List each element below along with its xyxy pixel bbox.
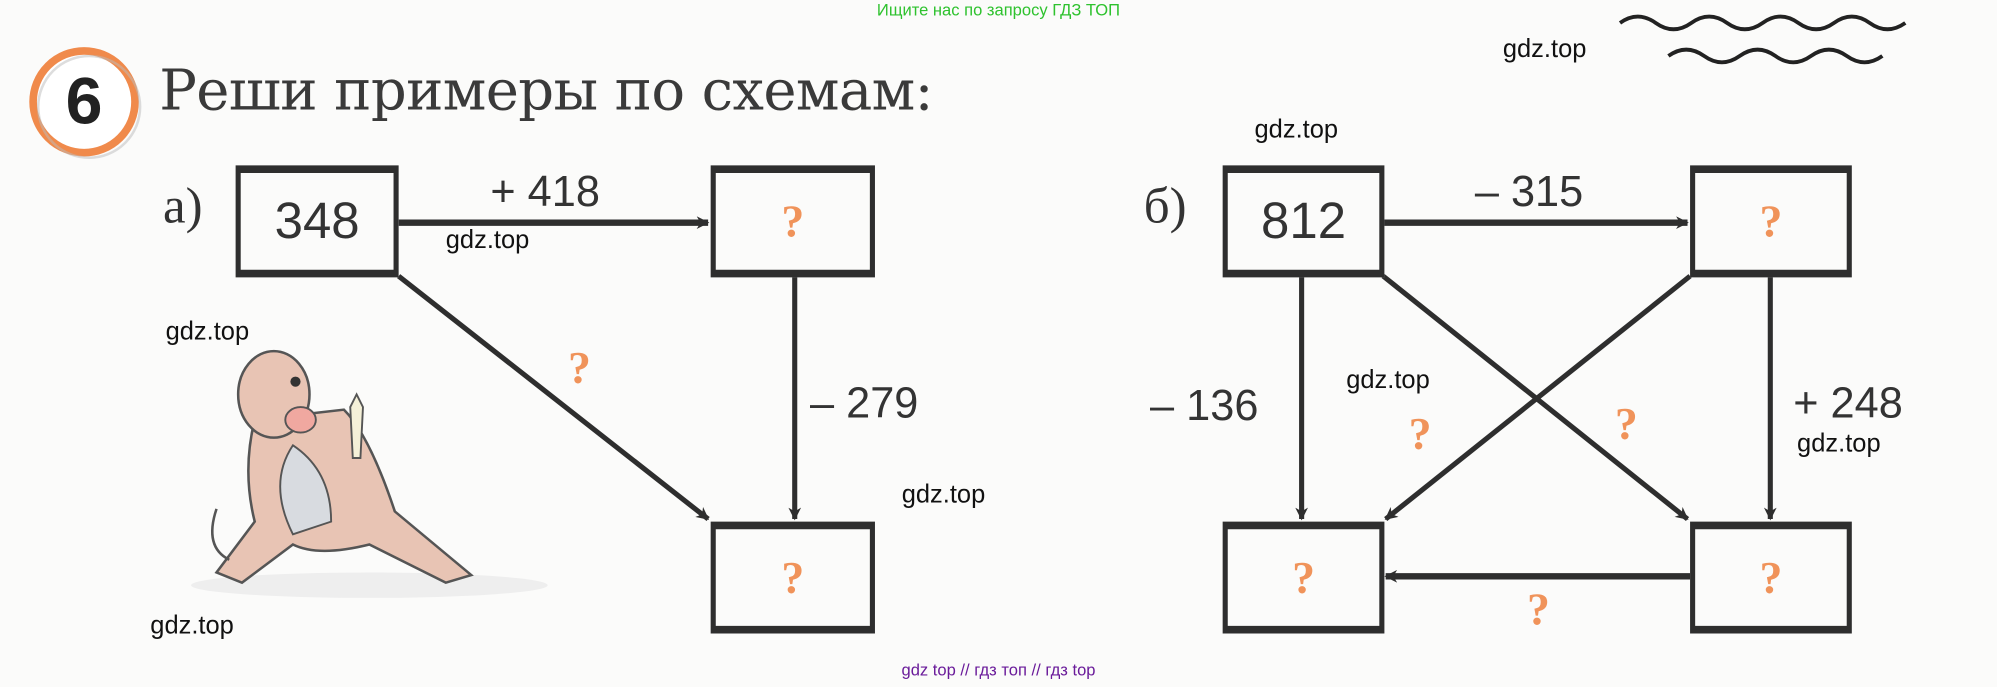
scheme-b-op-right-down: + 248 [1793,379,1903,428]
unknown-mark: ? [781,552,805,604]
unknown-mark: ? [1759,195,1783,247]
watermark: gdz.top [1254,115,1339,144]
scheme-b-unknown-left: ? [1408,408,1432,460]
watermark: gdz.top [445,226,530,255]
scheme-b-label: б) [1143,176,1187,235]
scheme-b-start-box: 812 [1222,165,1385,278]
scheme-b-op-left-down: – 136 [1150,381,1259,431]
scheme-a-op-right: + 418 [490,167,600,217]
watermark: gdz.top [1797,430,1881,458]
scheme-a-start-box: 348 [235,165,399,278]
footer-banner[interactable]: gdz top // гдз топ // гдз top [901,660,1096,680]
watermark: gdz.top [1346,366,1430,395]
watermark: gdz.top [165,318,250,347]
scheme-a-op-down: – 279 [810,379,919,428]
task-title: Реши примеры по схемам: [159,58,933,124]
task-number: 6 [65,64,103,139]
wavy-lines-decoration [1618,14,1907,65]
task-number-circle [29,47,142,160]
arrow-a-diagonal [397,274,710,522]
arrow-b-cross-2 [1384,274,1692,522]
scheme-a-box-bottom[interactable]: ? [710,521,875,634]
scheme-a-diagonal-unknown: ? [568,342,591,394]
watermark: gdz.top [150,611,234,640]
scheme-b-box-top-right[interactable]: ? [1690,165,1852,278]
watermark: gdz.top [1502,35,1587,64]
unknown-mark: ? [781,195,805,247]
scheme-b-start-value: 812 [1261,192,1347,249]
search-banner[interactable]: Ищите нас по запросу ГДЗ ТОП [876,0,1121,20]
scheme-b-box-bottom-right[interactable]: ? [1690,521,1852,634]
unknown-mark: ? [1292,552,1315,604]
unknown-mark: ? [1759,552,1783,604]
monkey-illustration [191,349,548,598]
scheme-a-start-value: 348 [274,192,360,249]
scheme-a-box-right[interactable]: ? [710,165,875,278]
scheme-b-unknown-bottom: ? [1527,583,1550,635]
scheme-a-label: а) [163,176,203,235]
watermark: gdz.top [901,480,986,509]
scheme-b-op-right: – 315 [1474,167,1584,217]
scheme-b-box-bottom-left[interactable]: ? [1222,521,1385,634]
scheme-b-unknown-cross: ? [1614,398,1638,450]
